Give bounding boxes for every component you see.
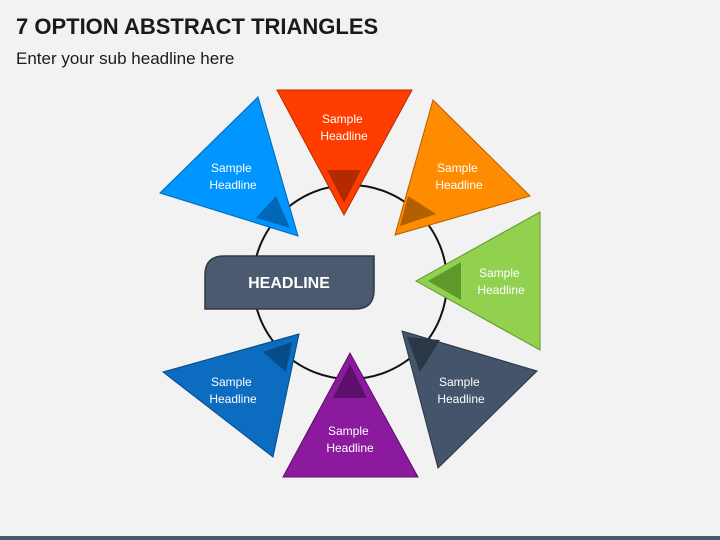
triangle-label-line1: Sample	[437, 161, 478, 175]
page-subtitle: Enter your sub headline here	[16, 49, 235, 68]
triangle-pointer-4	[407, 337, 440, 372]
triangle-label-line1: Sample	[479, 266, 520, 280]
triangle-label-line1: Sample	[322, 112, 363, 126]
triangle-label-1: Sample Headline	[320, 112, 368, 143]
triangle-label-line2: Headline	[320, 129, 368, 143]
triangle-label-7: Sample Headline	[209, 161, 257, 192]
triangle-option-7[interactable]: Sample Headline	[159, 96, 299, 237]
triangle-label-line1: Sample	[211, 375, 252, 389]
triangle-label-line1: Sample	[211, 161, 252, 175]
triangle-label-line2: Headline	[435, 178, 483, 192]
page-title: 7 OPTION ABSTRACT TRIANGLES	[16, 14, 379, 39]
triangle-pointer-3	[428, 262, 461, 300]
triangle-shape-3	[414, 211, 541, 351]
triangle-label-line2: Headline	[437, 392, 485, 406]
triangle-option-6[interactable]: Sample Headline	[161, 333, 300, 458]
triangle-label-5: Sample Headline	[326, 424, 374, 455]
triangle-label-4: Sample Headline	[437, 375, 485, 406]
center-headline-label: HEADLINE	[248, 275, 330, 292]
triangle-label-line2: Headline	[326, 441, 374, 455]
triangle-label-line2: Headline	[209, 392, 257, 406]
triangle-pointer-1	[327, 170, 361, 203]
center-headline-shape	[204, 255, 375, 310]
triangle-pointer-2	[400, 196, 436, 226]
triangle-label-line1: Sample	[439, 375, 480, 389]
triangle-label-line1: Sample	[328, 424, 369, 438]
footer-bar	[0, 536, 720, 540]
triangle-shape-2	[394, 99, 531, 236]
triangle-shape-7	[159, 96, 299, 237]
triangle-pointer-6	[263, 342, 292, 372]
triangle-label-6: Sample Headline	[209, 375, 257, 406]
triangle-label-line2: Headline	[477, 283, 525, 297]
triangle-label-3: Sample Headline	[477, 266, 525, 297]
triangle-option-1[interactable]: Sample Headline	[276, 89, 413, 217]
triangle-shape-6	[161, 333, 300, 458]
triangle-label-line2: Headline	[209, 178, 257, 192]
triangle-pointer-7	[256, 196, 290, 228]
triangle-label-2: Sample Headline	[435, 161, 483, 192]
triangle-shape-4	[401, 330, 538, 469]
center-headline[interactable]: HEADLINE	[204, 255, 375, 310]
triangle-option-2[interactable]: Sample Headline	[394, 99, 531, 236]
triangle-option-3[interactable]: Sample Headline	[414, 211, 541, 351]
triangle-pointer-5	[333, 364, 367, 398]
triangle-shape-1	[276, 89, 413, 217]
triangle-option-4[interactable]: Sample Headline	[401, 330, 538, 469]
triangle-option-5[interactable]: Sample Headline	[282, 351, 419, 478]
triangle-shape-5	[282, 351, 419, 478]
